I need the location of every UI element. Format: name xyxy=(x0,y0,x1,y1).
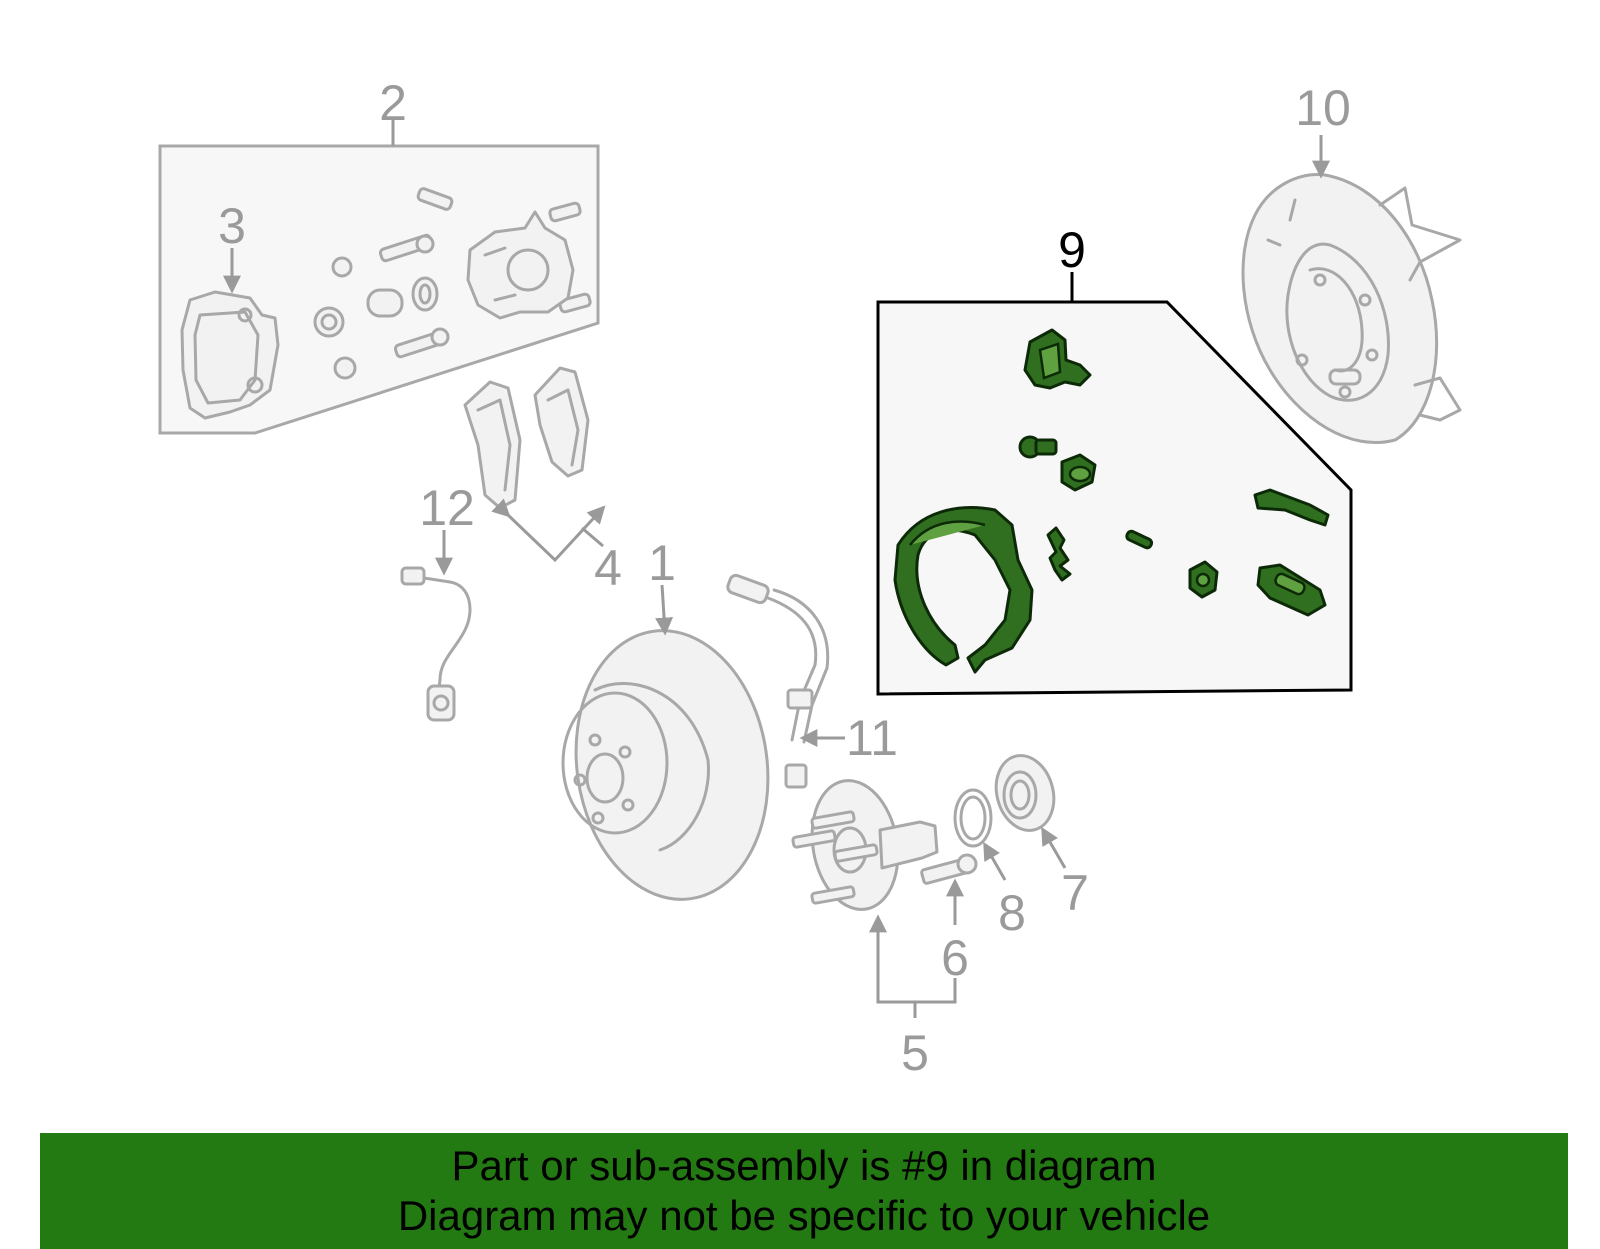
backing-plate[interactable] xyxy=(1241,173,1462,445)
wheel-speed-sensor[interactable] xyxy=(400,566,472,722)
parking-brake-kit-group[interactable]: 9 xyxy=(876,222,1353,696)
callout-11: 11 xyxy=(846,710,898,766)
spring-clip xyxy=(1046,526,1072,582)
caliper-hardware xyxy=(313,187,592,380)
callout-12: 12 xyxy=(419,480,475,536)
callout-3: 3 xyxy=(218,198,246,254)
brake-rotor[interactable] xyxy=(559,618,785,912)
adjuster-clip xyxy=(1023,328,1092,390)
callout-2: 2 xyxy=(379,75,407,131)
adjuster-nut xyxy=(1188,560,1219,599)
brake-pads[interactable] xyxy=(463,366,590,510)
hold-down-pin xyxy=(1018,435,1058,459)
info-banner: Part or sub-assembly is #9 in diagram Di… xyxy=(40,1133,1568,1249)
brake-hose[interactable] xyxy=(726,573,830,789)
strut-bar xyxy=(1256,563,1327,617)
snap-ring[interactable] xyxy=(953,788,993,848)
callout-6: 6 xyxy=(941,930,969,986)
wheel-bearing[interactable] xyxy=(988,749,1062,837)
callout-8: 8 xyxy=(998,885,1026,941)
wheel-hub[interactable] xyxy=(791,774,939,917)
callout-9: 9 xyxy=(1058,222,1086,278)
wheel-stud[interactable] xyxy=(920,853,978,885)
caliper-bracket[interactable] xyxy=(180,290,280,420)
caliper-kit-group[interactable]: 2 3 xyxy=(158,75,600,435)
callout-7: 7 xyxy=(1061,865,1089,921)
callout-10: 10 xyxy=(1295,80,1351,136)
lever-arm xyxy=(1253,488,1330,527)
callout-4: 4 xyxy=(594,540,622,596)
callout-5: 5 xyxy=(901,1025,929,1081)
small-pin xyxy=(1125,529,1154,550)
parking-brake-shoe xyxy=(893,506,1034,674)
banner-line-1: Part or sub-assembly is #9 in diagram xyxy=(451,1142,1157,1189)
caliper-housing xyxy=(466,210,575,320)
hold-down-cup xyxy=(1060,453,1097,492)
banner-line-2: Diagram may not be specific to your vehi… xyxy=(397,1192,1211,1239)
callout-1: 1 xyxy=(648,535,676,591)
